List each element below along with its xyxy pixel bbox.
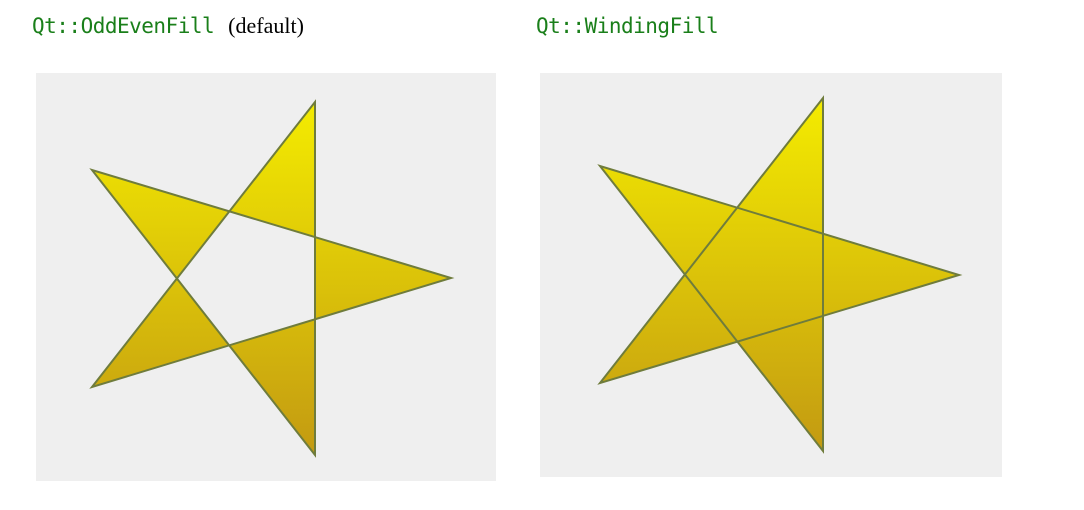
winding-example-panel xyxy=(540,73,1002,477)
oddeven-example-panel xyxy=(36,73,496,481)
oddeven-fill-rule-label: Qt::OddEvenFill xyxy=(32,14,215,38)
oddeven-star-canvas xyxy=(89,99,455,458)
oddeven-star-path xyxy=(89,99,455,458)
winding-star-canvas xyxy=(597,95,963,454)
winding-caption: Qt::WindingFill xyxy=(536,12,719,40)
default-note: (default) xyxy=(228,13,304,38)
winding-star-path xyxy=(597,95,963,454)
oddeven-caption: Qt::OddEvenFill (default) xyxy=(32,12,304,40)
winding-fill-rule-label: Qt::WindingFill xyxy=(536,14,719,38)
